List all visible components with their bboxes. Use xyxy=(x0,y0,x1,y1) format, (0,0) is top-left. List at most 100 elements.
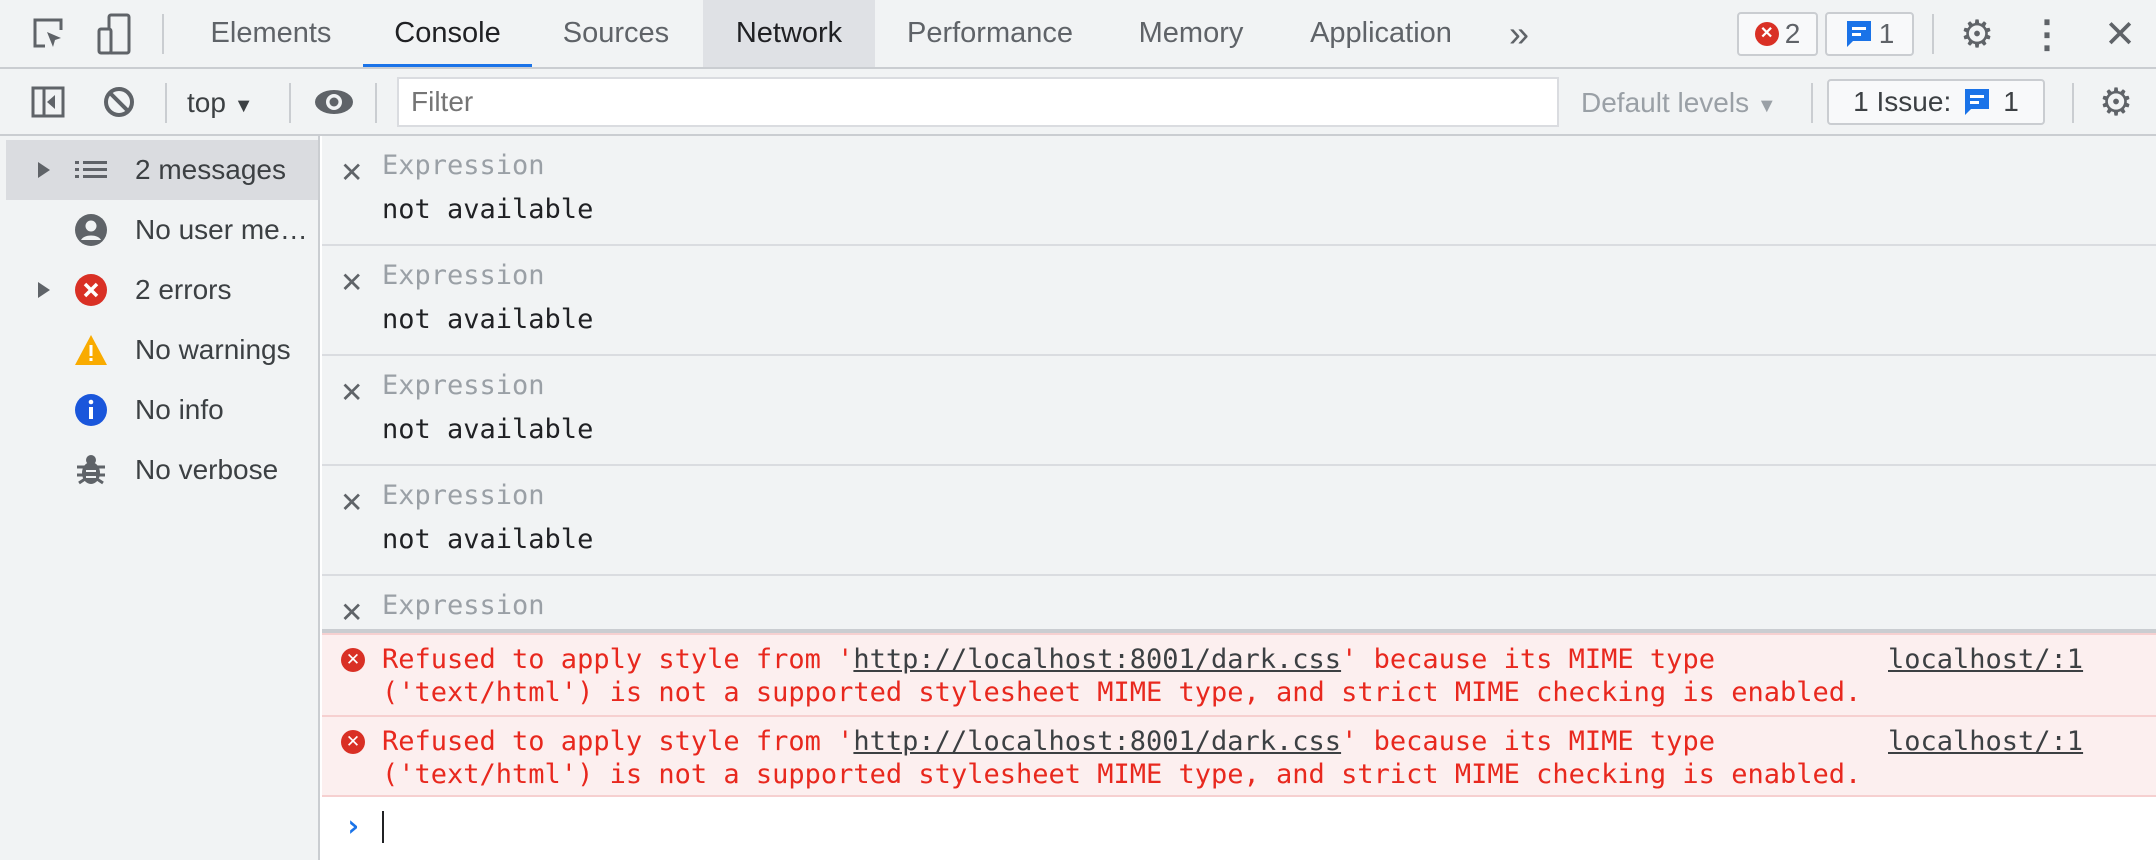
sidebar-item-label: 2 messages xyxy=(135,154,286,185)
remove-expression-icon[interactable]: ✕ xyxy=(340,596,364,629)
error-text-part: Refused to apply style from ' xyxy=(382,726,854,757)
expression-value: not available xyxy=(382,194,594,225)
tab-application[interactable]: Application xyxy=(1310,17,1452,49)
log-levels-dropdown[interactable]: Default levels ▼ xyxy=(1581,69,1777,136)
sidebar-item-info[interactable]: No info xyxy=(6,380,318,440)
console-toolbar: top ▼ Default levels ▼ 1 Issue: 1 ⚙ xyxy=(0,69,2156,136)
message-count: 1 xyxy=(1878,18,1895,49)
inspect-element-icon[interactable] xyxy=(30,14,66,54)
error-text-part: ' because its MIME type ('text/html') is… xyxy=(382,726,1862,790)
expand-arrow-icon[interactable] xyxy=(38,162,50,178)
console-messages: ✕ Expression not available ✕ Expression … xyxy=(322,136,2156,860)
device-toolbar-icon[interactable] xyxy=(96,12,132,56)
message-icon xyxy=(1965,89,1990,115)
list-icon xyxy=(75,161,107,178)
context-label: top xyxy=(187,87,226,118)
error-text: Refused to apply style from 'http://loca… xyxy=(382,725,1892,791)
bug-icon xyxy=(77,455,105,485)
tab-memory[interactable]: Memory xyxy=(1138,17,1244,49)
expression-value: not available xyxy=(382,414,594,445)
sidebar-toggle-icon[interactable] xyxy=(30,85,66,119)
issues-count: 1 xyxy=(2003,86,2019,117)
expression-value: not available xyxy=(382,304,594,335)
sidebar-item-messages[interactable]: 2 messages xyxy=(6,140,318,200)
error-url-link[interactable]: http://localhost:8001/dark.css xyxy=(853,644,1342,675)
error-icon: ✕ xyxy=(1754,22,1779,46)
remove-expression-icon[interactable]: ✕ xyxy=(340,266,364,299)
divider xyxy=(375,83,377,123)
tab-network[interactable]: Network xyxy=(703,0,875,67)
expression-value: not available xyxy=(382,524,594,555)
sidebar-item-label: 2 errors xyxy=(135,274,232,305)
sidebar-item-label: No verbose xyxy=(135,454,279,485)
live-expression: ✕ Expression not available xyxy=(322,246,2156,356)
remove-expression-icon[interactable]: ✕ xyxy=(340,156,364,189)
source-location-link[interactable]: localhost/:1 xyxy=(1888,644,2084,675)
remove-expression-icon[interactable]: ✕ xyxy=(340,486,364,519)
tab-performance[interactable]: Performance xyxy=(906,17,1073,49)
more-tabs-button[interactable]: » xyxy=(1508,13,1530,54)
error-text-part: ' because its MIME type ('text/html') is… xyxy=(382,644,1862,708)
sidebar-item-label: No info xyxy=(135,394,224,425)
console-error-message: ✕ Refused to apply style from 'http://lo… xyxy=(322,633,2156,715)
log-levels-label: Default levels xyxy=(1581,87,1750,118)
info-icon xyxy=(75,394,107,426)
divider xyxy=(2072,83,2074,123)
error-icon: ✕ xyxy=(341,730,365,754)
issues-label: 1 Issue: xyxy=(1853,86,1952,117)
source-location-link[interactable]: localhost/:1 xyxy=(1888,726,2084,757)
error-count-badge[interactable]: ✕ 2 xyxy=(1737,12,1818,56)
sidebar-item-label: No user messages xyxy=(135,214,310,245)
divider xyxy=(1811,83,1813,123)
devtools-tab-bar: Elements Console Sources Network Perform… xyxy=(0,0,2156,69)
divider xyxy=(165,83,167,123)
issues-button[interactable]: 1 Issue: 1 xyxy=(1827,79,2045,125)
remove-expression-icon[interactable]: ✕ xyxy=(340,376,364,409)
settings-gear-icon[interactable]: ⚙ xyxy=(1959,13,1995,56)
error-icon: ✕ xyxy=(341,648,365,672)
console-prompt[interactable]: › xyxy=(322,799,2156,860)
dropdown-arrow-icon: ▼ xyxy=(1756,95,1777,117)
expression-input[interactable]: Expression xyxy=(382,370,545,401)
clear-console-icon[interactable] xyxy=(102,85,136,119)
sidebar-item-user-messages[interactable]: No user messages xyxy=(6,200,318,260)
text-cursor xyxy=(382,811,384,843)
console-sidebar: 2 messages No user messages 2 errors No … xyxy=(0,136,320,860)
user-icon xyxy=(75,214,107,246)
filter-input[interactable] xyxy=(397,77,1559,127)
live-expression: ✕ Expression not available xyxy=(322,466,2156,576)
context-selector[interactable]: top ▼ xyxy=(187,69,254,136)
divider xyxy=(162,14,164,54)
live-expression: ✕ Expression not available xyxy=(322,136,2156,246)
warning-icon xyxy=(75,335,107,365)
error-text-part: Refused to apply style from ' xyxy=(382,644,854,675)
live-expression: ✕ Expression not available xyxy=(322,356,2156,466)
dropdown-arrow-icon: ▼ xyxy=(233,95,254,117)
message-count-badge[interactable]: 1 xyxy=(1825,12,1914,56)
sidebar-item-errors[interactable]: 2 errors xyxy=(6,260,318,320)
console-settings-gear-icon[interactable]: ⚙ xyxy=(2098,81,2134,124)
sidebar-item-verbose[interactable]: No verbose xyxy=(6,440,318,500)
expression-input[interactable]: Expression xyxy=(382,480,545,511)
tab-console[interactable]: Console xyxy=(394,17,501,49)
divider xyxy=(289,83,291,123)
tab-elements[interactable]: Elements xyxy=(210,17,332,49)
console-error-message: ✕ Refused to apply style from 'http://lo… xyxy=(322,715,2156,797)
tab-sources[interactable]: Sources xyxy=(562,17,670,49)
expand-arrow-icon[interactable] xyxy=(38,282,50,298)
error-url-link[interactable]: http://localhost:8001/dark.css xyxy=(853,726,1342,757)
prompt-chevron-icon: › xyxy=(344,809,363,844)
message-icon xyxy=(1846,21,1871,47)
active-tab-indicator xyxy=(363,64,532,67)
sidebar-item-label: No warnings xyxy=(135,334,291,365)
more-options-icon[interactable]: ⋮ xyxy=(2028,13,2066,56)
expression-input[interactable]: Expression xyxy=(382,260,545,291)
sidebar-item-warnings[interactable]: No warnings xyxy=(6,320,318,380)
live-expression: ✕ Expression xyxy=(322,576,2156,633)
expression-input[interactable]: Expression xyxy=(382,590,545,621)
live-expression-eye-icon[interactable] xyxy=(313,87,355,117)
error-count: 2 xyxy=(1784,18,1801,49)
close-icon[interactable]: ✕ xyxy=(2104,13,2136,56)
error-icon xyxy=(75,274,107,306)
expression-input[interactable]: Expression xyxy=(382,150,545,181)
